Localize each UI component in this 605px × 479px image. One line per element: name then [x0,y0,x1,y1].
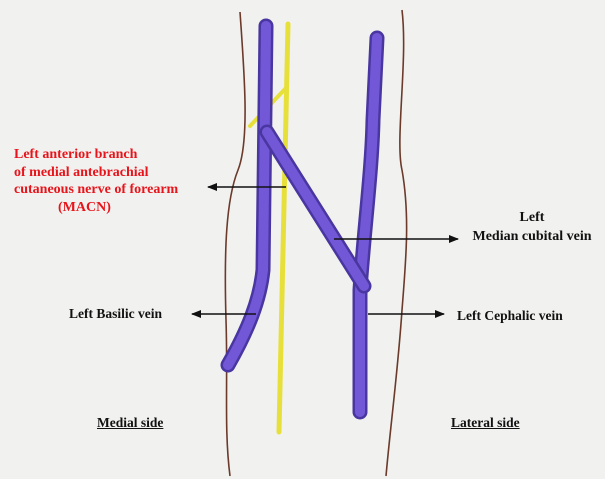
medial-side-label: Medial side [97,414,163,431]
macn-nerve-trunk [279,24,288,432]
macn-label-line2: of medial antebrachial [0,164,226,182]
veins [228,26,377,412]
pointer-arrows [192,187,458,314]
macn-label-line4: (MACN) [0,199,226,217]
basilic-label: Left Basilic vein [69,305,162,322]
macn-label: Left anterior branch of medial antebrach… [0,146,226,216]
median-cubital-label: Left Median cubital vein [462,208,602,246]
median-cubital-label-line2: Median cubital vein [462,227,602,246]
forearm-outline-left [225,12,245,476]
macn-label-line3: cutaneous nerve of forearm [0,181,226,199]
cephalic-label: Left Cephalic vein [457,307,563,324]
macn-label-line1: Left anterior branch [0,146,226,164]
median-cubital-label-line1: Left [462,208,602,227]
forearm-outline-right [386,10,407,476]
lateral-side-label: Lateral side [451,414,520,431]
